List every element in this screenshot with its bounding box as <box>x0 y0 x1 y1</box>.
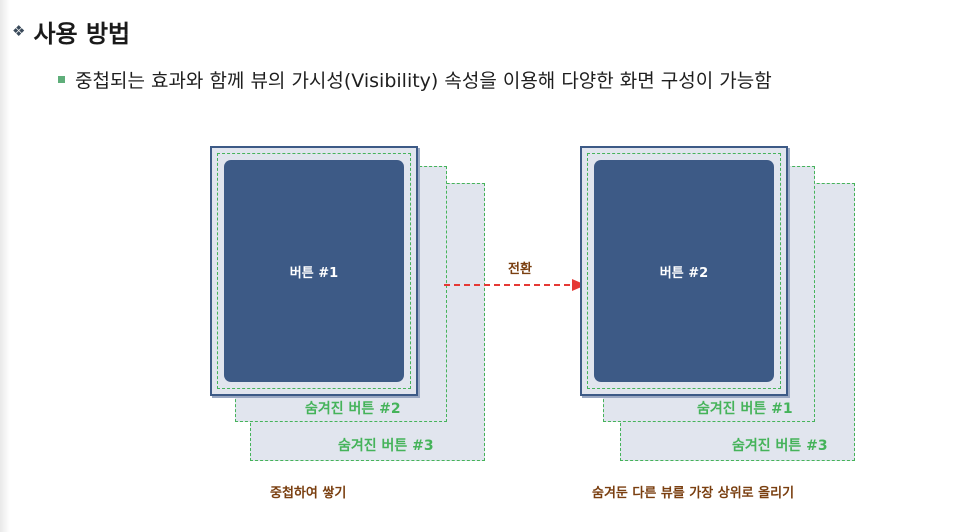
right-front-button: 버튼 #2 <box>594 160 774 382</box>
bullet-point: 중첩되는 효과와 함께 뷰의 가시성(Visibility) 속성을 이용해 다… <box>58 66 772 93</box>
left-front-dashed-outline <box>217 153 411 389</box>
transition-arrow-head <box>572 279 586 291</box>
right-hidden-label-3: 숨겨진 버튼 #3 <box>732 438 828 454</box>
right-caption: 숨겨둔 다른 뷰를 가장 상위로 올리기 <box>592 486 795 501</box>
transition-arrow <box>444 279 586 291</box>
left-hidden-label-3: 숨겨진 버튼 #3 <box>338 438 434 454</box>
right-front-card: 버튼 #2 <box>580 146 788 396</box>
transition-label: 전환 <box>508 262 532 277</box>
right-front-dashed-outline <box>587 153 781 389</box>
left-caption: 중첩하여 쌓기 <box>270 486 347 501</box>
right-hidden-label-1: 숨겨진 버튼 #1 <box>697 401 793 417</box>
left-hidden-label-2: 숨겨진 버튼 #2 <box>305 401 401 417</box>
left-front-card: 버튼 #1 <box>210 146 418 396</box>
left-front-button: 버튼 #1 <box>224 160 404 382</box>
left-edge-shade <box>0 0 10 532</box>
section-heading: ❖ 사용 방법 <box>12 14 130 49</box>
diamond-bullet-icon: ❖ <box>12 22 26 40</box>
bullet-text: 중첩되는 효과와 함께 뷰의 가시성(Visibility) 속성을 이용해 다… <box>75 70 772 92</box>
square-bullet-icon <box>58 76 65 83</box>
section-title: 사용 방법 <box>33 20 131 48</box>
